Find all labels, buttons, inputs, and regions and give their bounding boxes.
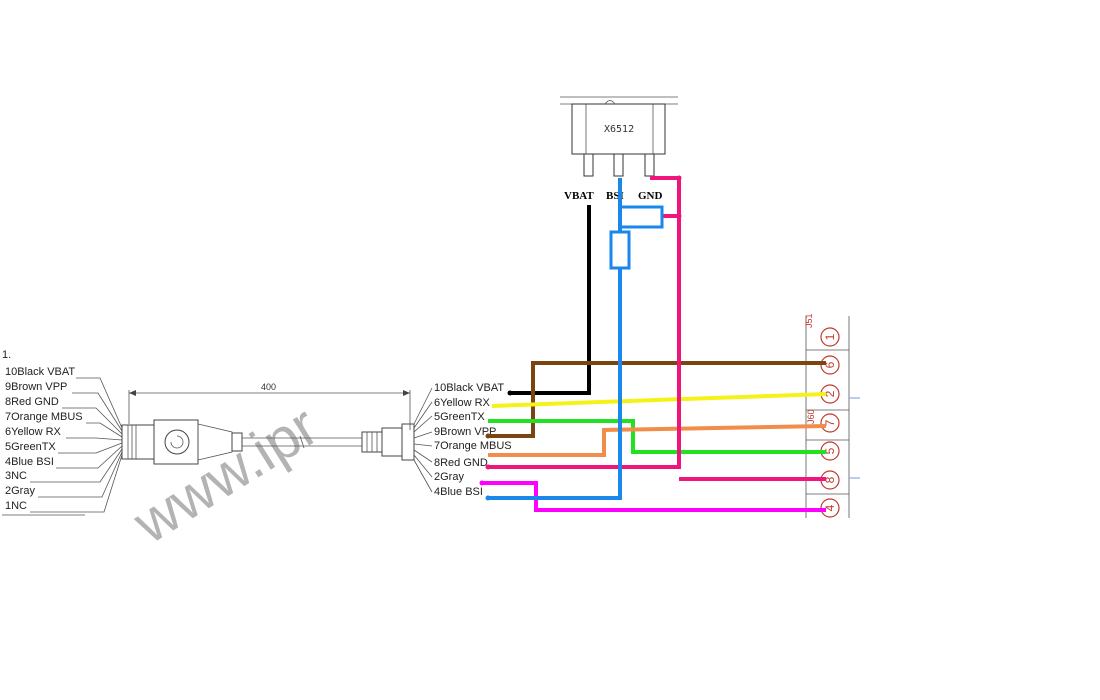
right-label-0: 10Black VBAT: [434, 382, 504, 394]
wire-black-vbat: [510, 205, 591, 395]
chip-pin-2: [613, 153, 624, 177]
cable-stub-mark: 1.: [2, 349, 11, 361]
board-connector: J51 J60 1 6 2 7 5 8 4: [804, 313, 860, 518]
right-label-6: 2Gray: [434, 471, 464, 483]
wire-yellow-rx: [491, 392, 827, 408]
connector-pin: 7: [820, 413, 840, 433]
right-label-1: 6Yellow RX: [434, 397, 491, 409]
connector-ref-j51: J51: [804, 313, 814, 328]
wire-end-dot: [485, 464, 491, 470]
connector-pin-number: 7: [823, 419, 837, 426]
wire-end-dot: [676, 213, 682, 219]
left-label-4: 6Yellow RX: [5, 426, 62, 438]
right-label-4: 7Orange MBUS: [434, 440, 512, 452]
left-label-2: 8Red GND: [5, 396, 59, 408]
right-label-3: 9Brown VPP: [434, 426, 496, 438]
length-dimension: 400: [128, 382, 411, 430]
resistor-blue: [609, 230, 631, 270]
connector-pin: 8: [820, 470, 840, 490]
rj45-plug: [121, 419, 243, 465]
wire-end-dot: [479, 480, 485, 486]
connector-pin: 2: [820, 384, 840, 404]
connector-pin-number: 8: [823, 476, 837, 483]
left-label-3: 7Orange MBUS: [5, 411, 83, 423]
left-label-9: 1NC: [5, 500, 27, 512]
connector-pin-number: 2: [823, 390, 837, 397]
left-label-block: 10Black VBAT 9Brown VPP 8Red GND 7Orange…: [2, 366, 123, 516]
wire-green-tx: [488, 419, 826, 454]
resistor-bsi-gnd: [618, 205, 664, 229]
connector-pin-number: 4: [823, 504, 837, 511]
cable-drawing: 1. 10Black VBAT 9Brown VPP 8Red GND 7Ora…: [2, 349, 512, 516]
left-label-8: 2Gray: [5, 485, 35, 497]
wire-blue-bsi: [488, 268, 622, 500]
chip-pin-3: [644, 153, 655, 177]
wire-red-gnd: [488, 176, 681, 469]
right-label-7: 4Blue BSI: [434, 486, 483, 498]
chip-name: X6512: [604, 124, 634, 135]
wire-end-dot: [485, 495, 491, 501]
left-label-0: 10Black VBAT: [5, 366, 75, 378]
chip-pin-gnd-label: GND: [638, 190, 663, 202]
connector-pins: 1 6 2 7 5 8 4: [820, 327, 840, 518]
connector-pin-number: 6: [823, 361, 837, 368]
left-label-7: 3NC: [5, 470, 27, 482]
wire-end-dot: [507, 390, 513, 396]
left-label-6: 4Blue BSI: [5, 456, 54, 468]
left-label-1: 9Brown VPP: [5, 381, 67, 393]
connector-pin: 1: [820, 327, 840, 347]
wire-orange-mbus: [488, 424, 827, 457]
chip-pin-vbat-label: VBAT: [564, 190, 594, 202]
wire-end-dot: [485, 433, 491, 439]
connector-pin-number: 5: [823, 447, 837, 454]
connector-pin-number: 1: [823, 333, 837, 340]
wire-end-dot: [676, 175, 682, 181]
length-value: 400: [261, 382, 276, 392]
connector-pin-circle: [820, 327, 840, 347]
connector-ref-j60: J60: [806, 409, 816, 424]
right-label-2: 5GreenTX: [434, 411, 485, 423]
far-connector: [361, 387, 433, 493]
wires: [479, 175, 827, 512]
watermark-text: www.ipr: [122, 393, 329, 556]
right-label-5: 8Red GND: [434, 457, 488, 469]
left-label-5: 5GreenTX: [5, 441, 56, 453]
chip-x6512: X6512 VBAT BSI GND: [560, 96, 678, 202]
chip-pin-1: [583, 153, 594, 177]
right-label-block: 10Black VBAT 6Yellow RX 5GreenTX 9Brown …: [434, 382, 512, 498]
